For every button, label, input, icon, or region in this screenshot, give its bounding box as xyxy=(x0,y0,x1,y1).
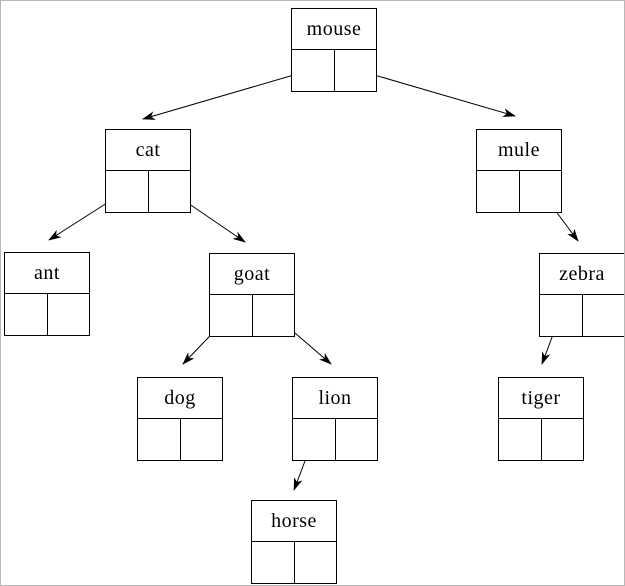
left-pointer-cell xyxy=(5,294,48,335)
right-pointer-cell xyxy=(583,295,625,336)
pointer-cells xyxy=(138,419,222,460)
node-label: mouse xyxy=(292,9,376,50)
pointer-cells xyxy=(293,419,377,460)
tree-node-zebra: zebra xyxy=(539,253,624,337)
left-pointer-cell xyxy=(540,295,583,336)
pointer-cells xyxy=(477,171,561,212)
left-pointer-cell xyxy=(252,542,295,583)
right-pointer-cell xyxy=(48,294,90,335)
pointer-cells xyxy=(210,295,294,336)
right-pointer-cell xyxy=(542,419,584,460)
right-pointer-cell xyxy=(520,171,562,212)
left-pointer-cell xyxy=(106,171,149,212)
tree-node-mouse: mouse xyxy=(291,8,377,92)
right-pointer-cell xyxy=(336,419,378,460)
tree-node-goat: goat xyxy=(209,253,295,337)
right-pointer-cell xyxy=(149,171,191,212)
right-pointer-cell xyxy=(253,295,295,336)
left-pointer-cell xyxy=(477,171,520,212)
right-pointer-cell xyxy=(335,50,377,91)
pointer-cells xyxy=(106,171,190,212)
pointer-cells xyxy=(5,294,89,335)
node-label: horse xyxy=(252,501,336,542)
left-pointer-cell xyxy=(138,419,181,460)
right-pointer-cell xyxy=(181,419,223,460)
pointer-cells xyxy=(252,542,336,583)
node-label: ant xyxy=(5,253,89,294)
left-pointer-cell xyxy=(499,419,542,460)
node-label: mule xyxy=(477,130,561,171)
tree-node-cat: cat xyxy=(105,129,191,213)
pointer-cells xyxy=(540,295,624,336)
edge-mouse-left-to-cat xyxy=(142,69,313,120)
right-pointer-cell xyxy=(295,542,337,583)
node-label: goat xyxy=(210,254,294,295)
tree-node-ant: ant xyxy=(4,252,90,336)
tree-node-lion: lion xyxy=(292,377,378,461)
left-pointer-cell xyxy=(293,419,336,460)
node-label: dog xyxy=(138,378,222,419)
tree-node-dog: dog xyxy=(137,377,223,461)
node-label: tiger xyxy=(499,378,583,419)
left-pointer-cell xyxy=(210,295,253,336)
node-label: cat xyxy=(106,130,190,171)
pointer-cells xyxy=(499,419,583,460)
node-label: zebra xyxy=(540,254,624,295)
edge-mouse-right-to-mule xyxy=(355,69,516,117)
tree-node-tiger: tiger xyxy=(498,377,584,461)
tree-node-mule: mule xyxy=(476,129,562,213)
node-label: lion xyxy=(293,378,377,419)
tree-node-horse: horse xyxy=(251,500,337,584)
pointer-cells xyxy=(292,50,376,91)
left-pointer-cell xyxy=(292,50,335,91)
